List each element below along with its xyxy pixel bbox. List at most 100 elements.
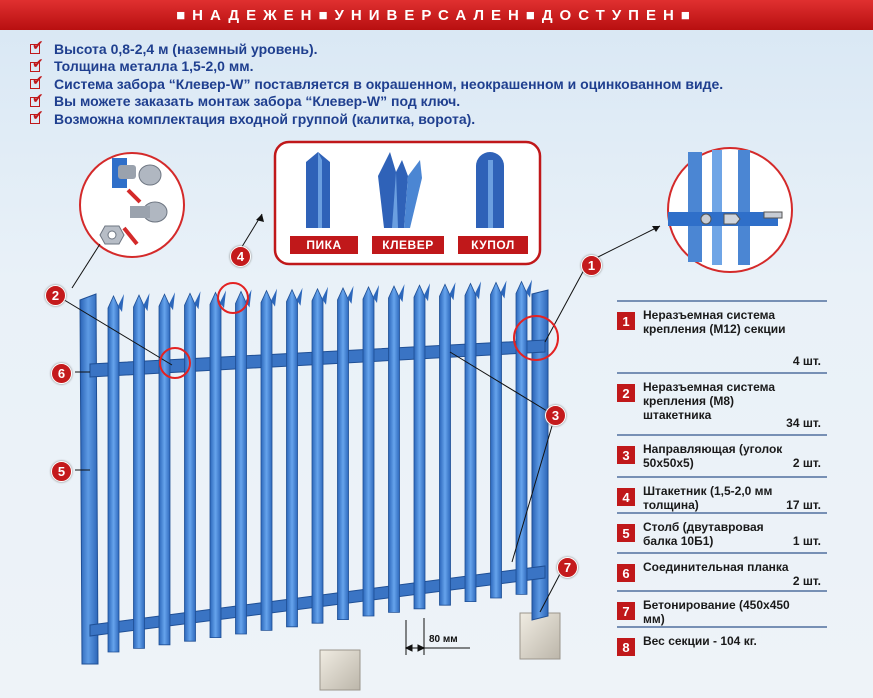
picket [184, 292, 196, 642]
feature-item: Система забора “Клевер-W” поставляется в… [30, 73, 724, 93]
legend-text: Бетонирование (450х450 мм) [643, 598, 790, 626]
highlight-ring [513, 315, 559, 361]
rail-detail-circle [667, 147, 793, 273]
legend-row: 5 Столб (двутавровая балка 10Б1) 1 шт. [617, 512, 827, 552]
picket [413, 284, 426, 610]
picket-tip [143, 293, 150, 312]
legend-number: 2 [617, 384, 635, 402]
picket [362, 286, 375, 617]
picket [337, 286, 349, 620]
picket-tip [296, 287, 303, 306]
feature-item: Высота 0,8-2,4 м (наземный уровень). [30, 38, 723, 58]
picket-tip [220, 290, 226, 309]
legend-qty: 17 шт. [786, 498, 821, 512]
legend-text: Неразъемная система крепления (М12) секц… [643, 308, 786, 336]
fence-post [531, 289, 549, 621]
legend-number: 3 [617, 446, 635, 464]
picket [490, 281, 502, 599]
dimension-label: 80 мм [429, 634, 458, 645]
legend-text: Соединительная планка [643, 560, 789, 574]
legend-row: 8 Вес секции - 104 кг. [617, 626, 827, 656]
picket [515, 280, 528, 595]
checkbox-icon [30, 56, 44, 73]
picket-tip [271, 288, 277, 307]
legend-text: Столб (двутавровая балка 10Б1) [643, 520, 764, 548]
picket-tip [322, 286, 328, 305]
pickets [107, 279, 532, 653]
profile-label-kupol: КУПОЛ [458, 236, 528, 254]
checkbox-icon [30, 73, 44, 90]
leader-lines [55, 213, 661, 613]
legend-qty: 2 шт. [792, 456, 821, 470]
picket-tip [500, 280, 507, 299]
dimension-marker [404, 618, 470, 655]
header-tagline: ■НАДЕЖЕН■УНИВЕРСАЛЕН■ДОСТУПЕН■ [0, 0, 873, 30]
legend-row: 1 Неразъемная система крепления (М12) се… [617, 300, 827, 372]
profile-label-klever: КЛЕВЕР [372, 236, 444, 254]
concrete-footing [319, 649, 361, 691]
legend-number: 4 [617, 488, 635, 506]
checkbox-icon [30, 91, 44, 108]
feature-text: Высота 0,8-2,4 м (наземный уровень). [54, 40, 318, 57]
callout-7: 7 [557, 557, 578, 578]
legend-row: 3 Направляющая (уголок 50х50х5) 2 шт. [617, 434, 827, 476]
picket-tip [118, 294, 124, 312]
bolt-detail-icon [99, 158, 168, 246]
legend-number: 8 [617, 638, 635, 656]
klever-picket-icon [378, 152, 422, 228]
profile-label-pika: ПИКА [290, 236, 358, 254]
picket [260, 289, 273, 631]
picket [311, 287, 324, 624]
legend-row: 4 Штакетник (1,5-2,0 мм толщина) 17 шт. [617, 476, 827, 512]
picket-tip [169, 292, 175, 311]
picket-tip [526, 279, 532, 298]
pika-picket-icon [306, 152, 330, 228]
picket-tip [424, 283, 430, 302]
feature-text: Вы можете заказать монтаж забора “Клевер… [54, 93, 461, 110]
picket-tip [475, 281, 481, 300]
callout-1: 1 [581, 255, 602, 276]
callout-6: 6 [51, 363, 72, 384]
legend-text: Штакетник (1,5-2,0 мм толщина) [643, 484, 773, 512]
picket [209, 291, 222, 638]
checkbox-icon [30, 108, 44, 125]
picket-tip [347, 285, 354, 304]
picket [464, 282, 477, 602]
legend: 1 Неразъемная система крепления (М12) се… [617, 300, 827, 656]
legend-number: 5 [617, 524, 635, 542]
legend-number: 7 [617, 602, 635, 620]
picket [439, 283, 451, 606]
legend-qty: 34 шт. [786, 416, 821, 430]
callout-3: 3 [545, 405, 566, 426]
callout-5: 5 [51, 461, 72, 482]
feature-text: Возможна комплектация входной группой (к… [54, 110, 476, 127]
legend-qty: 4 шт. [792, 354, 821, 368]
legend-number: 1 [617, 312, 635, 330]
picket [107, 295, 120, 653]
picket [286, 288, 298, 628]
feature-item: Толщина металла 1,5-2,0 мм. [30, 56, 723, 76]
picket [158, 293, 171, 646]
legend-number: 6 [617, 564, 635, 582]
picket-tip [373, 285, 379, 303]
picket [235, 290, 247, 635]
feature-text: Толщина металла 1,5-2,0 мм. [54, 58, 254, 75]
legend-text: Направляющая (уголок 50х50х5) [643, 442, 783, 470]
callout-4: 4 [230, 246, 251, 267]
feature-text: Система забора “Клевер-W” поставляется в… [54, 75, 724, 92]
feature-item: Возможна комплектация входной группой (к… [30, 108, 723, 128]
concrete-footing [519, 612, 561, 660]
picket [133, 294, 145, 649]
picket-tip [194, 291, 201, 310]
highlight-ring [217, 282, 249, 314]
picket-tip [449, 282, 456, 301]
legend-qty: 1 шт. [792, 534, 821, 548]
picket [388, 285, 400, 613]
legend-qty: 2 шт. [792, 574, 821, 588]
legend-text: Неразъемная система крепления (М8) штаке… [643, 380, 776, 422]
fence-post [79, 293, 99, 665]
legend-row: 7 Бетонирование (450х450 мм) [617, 590, 827, 626]
feature-item: Вы можете заказать монтаж забора “Клевер… [30, 91, 723, 111]
checkbox-icon [30, 38, 44, 55]
